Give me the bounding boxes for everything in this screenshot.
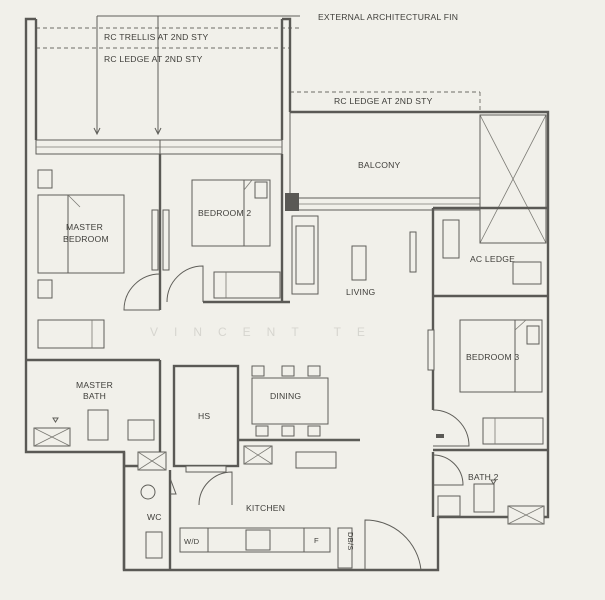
dining-label: DINING: [270, 391, 301, 401]
ac-ledge-label: AC LEDGE: [470, 254, 515, 264]
ledge-left-annotation: RC LEDGE AT 2ND STY: [104, 54, 203, 64]
master-bath-label-1: MASTER: [76, 380, 113, 390]
trellis-and-ledge-lines: [36, 27, 481, 112]
household-shelter: [172, 364, 240, 473]
ac-ledge-area: [433, 114, 548, 298]
ledge-right-annotation: RC LEDGE AT 2ND STY: [334, 96, 433, 106]
wc: [122, 451, 177, 570]
balcony-label: BALCONY: [358, 160, 401, 170]
bedroom-2-label: BEDROOM 2: [198, 208, 251, 218]
main-entrance: [364, 434, 444, 571]
kitchen: [124, 438, 360, 569]
bedroom-3-label: BEDROOM 3: [466, 352, 519, 362]
living-label: LIVING: [346, 287, 375, 297]
db-label: DB/S: [346, 532, 355, 551]
bath-2: [431, 452, 545, 525]
bedroom-3: [427, 208, 548, 452]
fin-annotation: EXTERNAL ARCHITECTURAL FIN: [318, 12, 458, 22]
trellis-annotation: RC TRELLIS AT 2ND STY: [104, 32, 209, 42]
bath-2-label: BATH 2: [468, 472, 499, 482]
kitchen-label: KITCHEN: [246, 503, 285, 513]
fridge-label: F: [314, 536, 319, 545]
master-bath: [33, 358, 162, 452]
bedroom-2: [162, 154, 290, 304]
hs-label: HS: [198, 411, 210, 421]
master-bedroom-label-2: BEDROOM: [63, 234, 109, 244]
washer-dryer-label: W/D: [184, 537, 200, 546]
master-bath-label-2: BATH: [83, 391, 106, 401]
living-dining: [251, 215, 417, 437]
master-bedroom: [26, 154, 162, 362]
outer-walls: [24, 17, 550, 572]
external-fins: [93, 15, 300, 136]
master-bedroom-label-1: MASTER: [66, 222, 103, 232]
watermark: VINCENT TE: [150, 325, 381, 339]
wc-label: WC: [147, 512, 162, 522]
facade-glazing: [35, 139, 283, 155]
balcony-area: [285, 112, 481, 211]
